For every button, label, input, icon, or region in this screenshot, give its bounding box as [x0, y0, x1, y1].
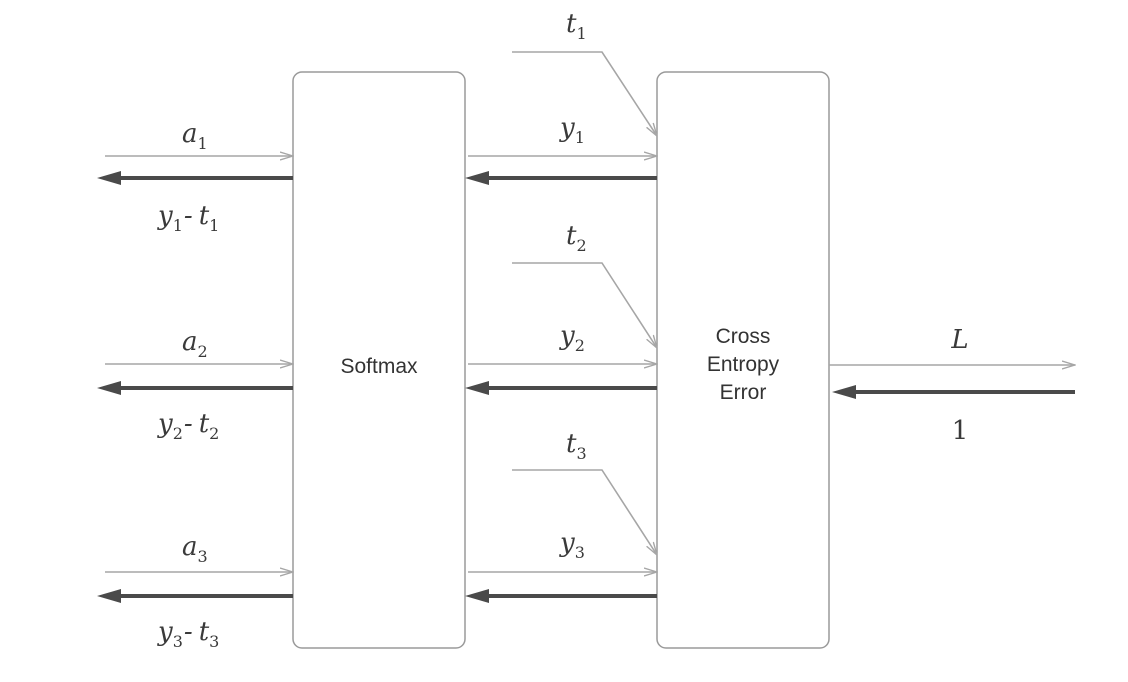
label-loss: L — [950, 325, 968, 355]
label-y2: y2 — [559, 321, 585, 355]
teacher-arrow-t2 — [512, 262, 657, 348]
label-t2: t2 — [566, 221, 587, 255]
label-grad2: y2-t2 — [157, 409, 219, 443]
label-a1: a1 — [182, 119, 208, 153]
softmax-label: Softmax — [340, 355, 418, 378]
label-a2: a2 — [182, 327, 208, 361]
label-loss-grad: 1 — [952, 416, 969, 446]
cross-entropy-label-line1: Cross — [716, 325, 771, 348]
label-y3: y3 — [559, 528, 585, 562]
cross-entropy-label-line3: Error — [720, 381, 767, 404]
label-t3: t3 — [566, 429, 587, 463]
label-y1: y1 — [559, 113, 585, 147]
cross-entropy-label-line2: Entropy — [707, 353, 780, 376]
teacher-arrow-t1 — [512, 51, 657, 136]
label-a3: a3 — [182, 532, 208, 566]
teacher-arrow-t3 — [512, 469, 657, 555]
label-grad3: y3-t3 — [157, 617, 219, 651]
label-t1: t1 — [566, 9, 587, 43]
label-grad1: y1-t1 — [157, 201, 219, 235]
